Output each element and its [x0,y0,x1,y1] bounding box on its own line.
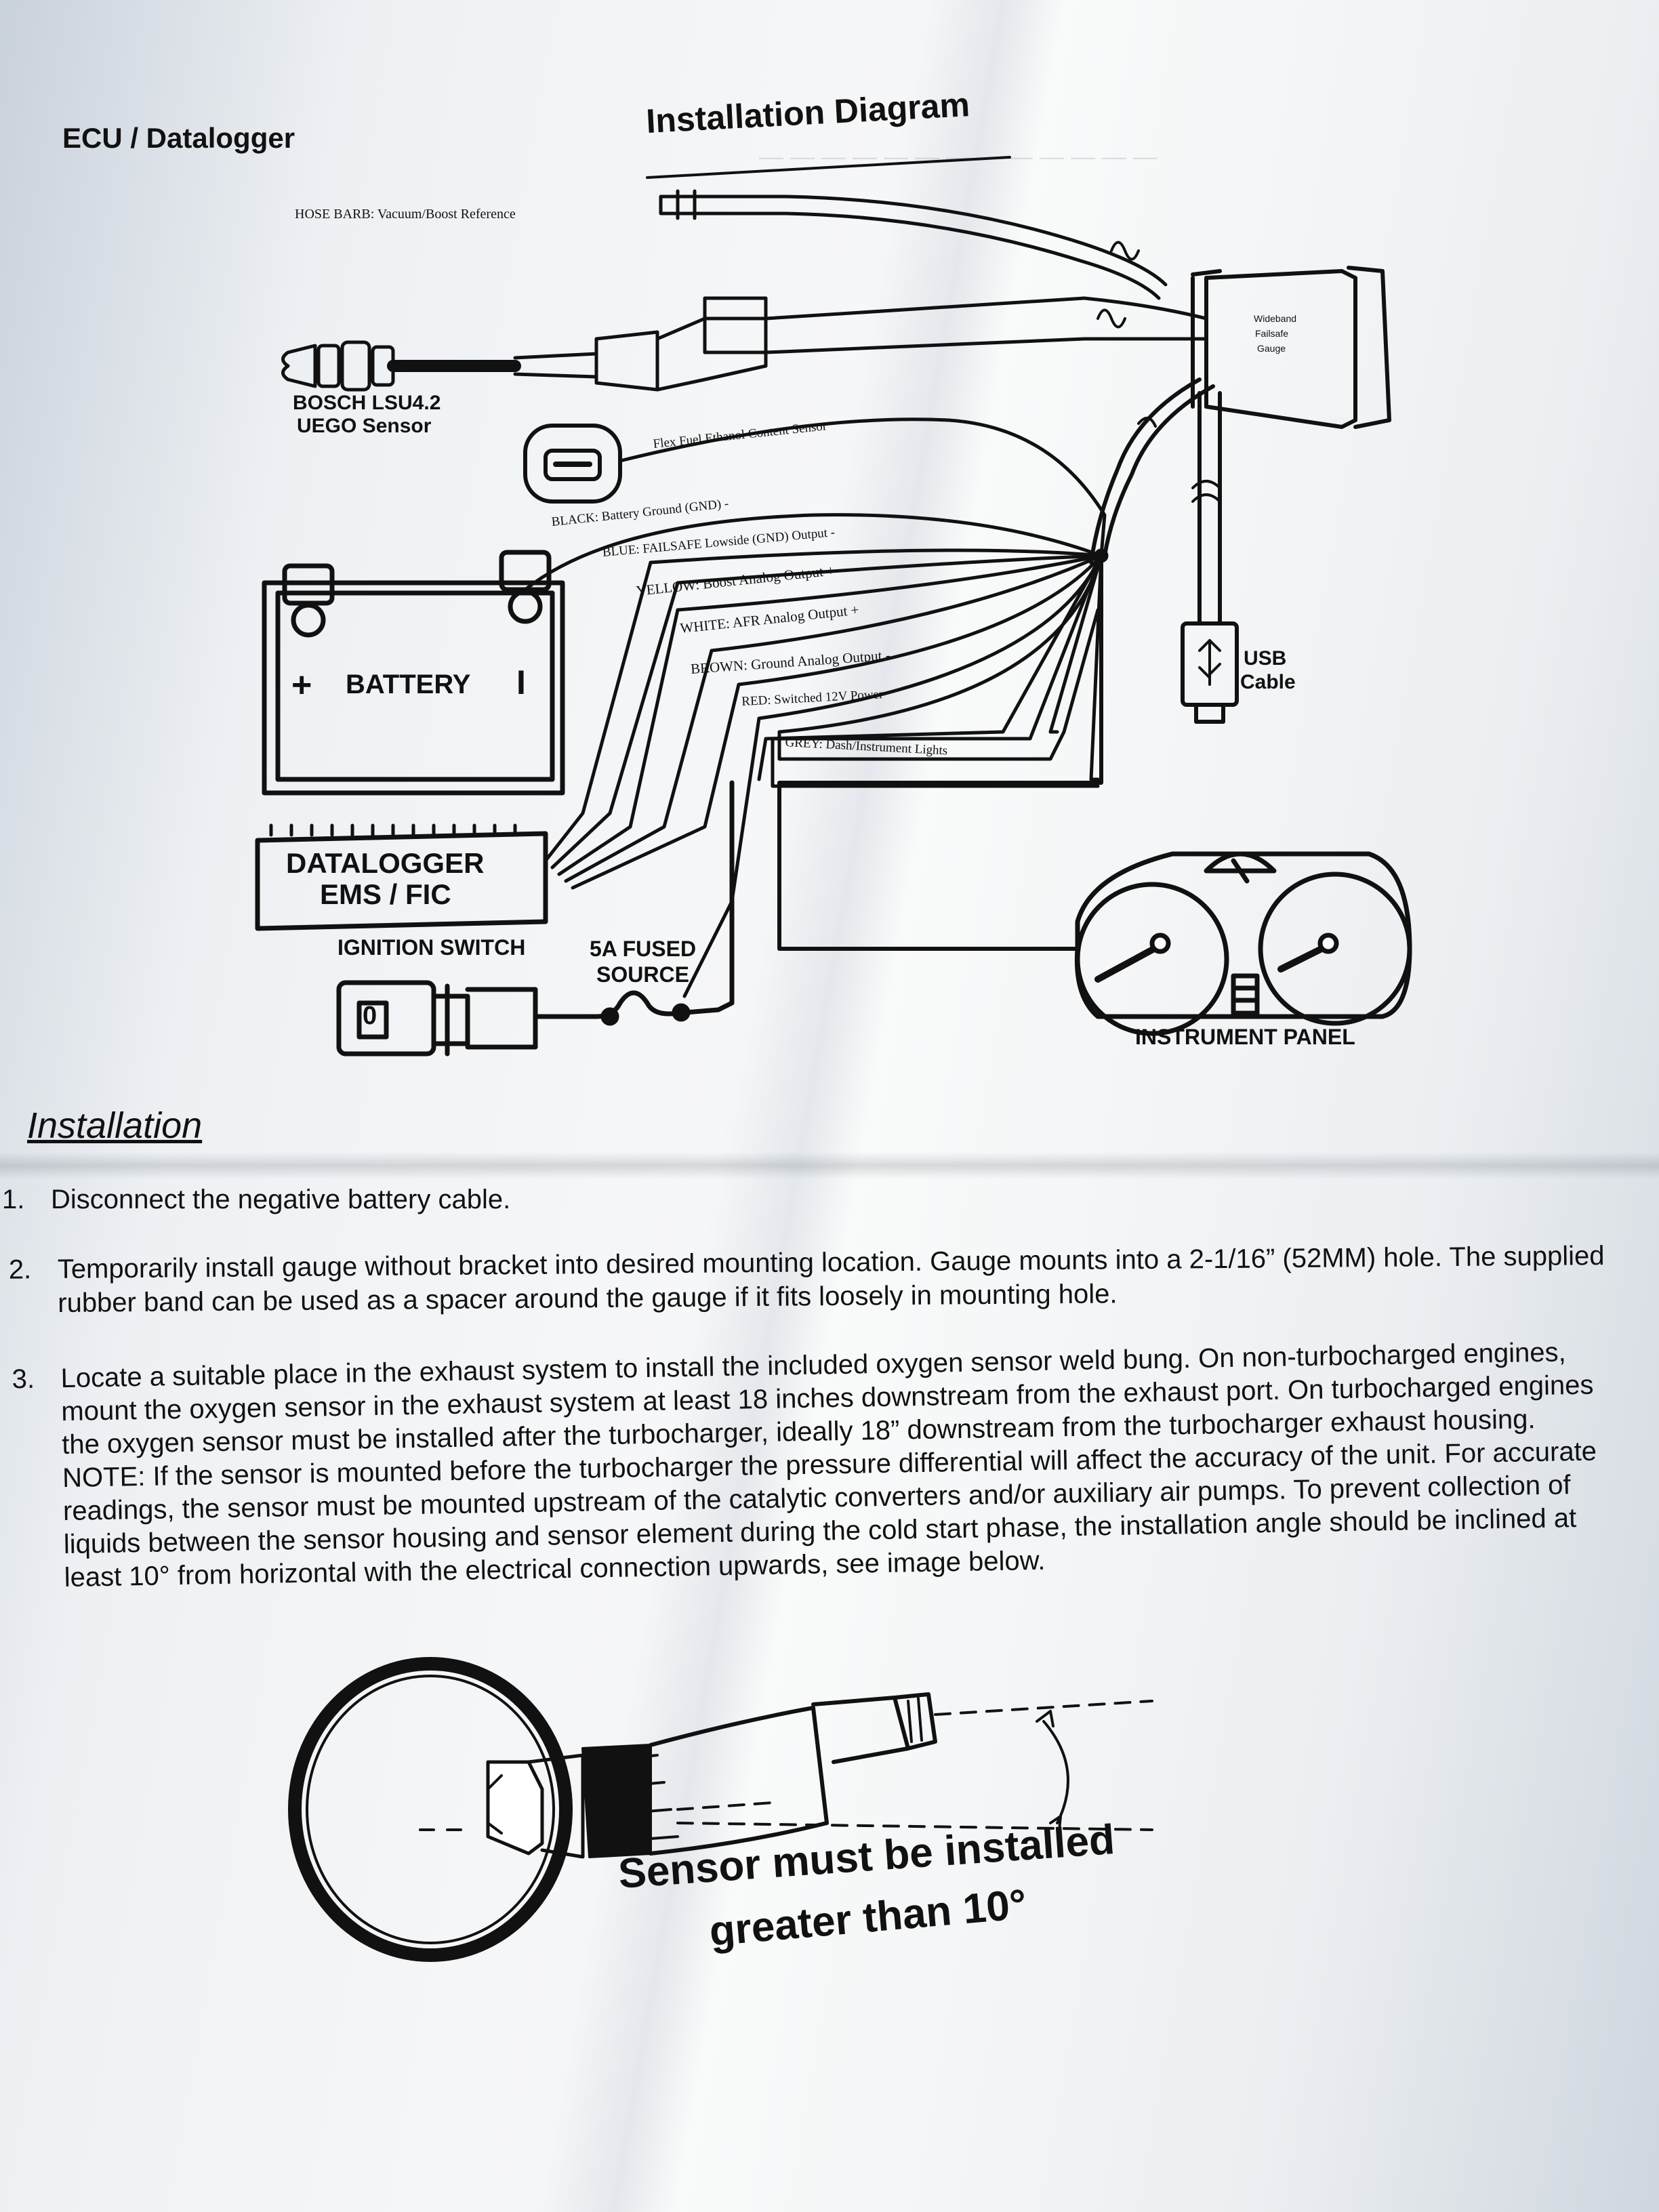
paper-fold-shadow [0,1152,1659,1179]
battery-label: BATTERY [346,670,471,699]
datalogger-box [255,823,548,931]
instrument-panel-drawing [1074,851,1412,1036]
battery-plus-sign: + [291,665,312,705]
gauge-box [1191,266,1391,429]
datalogger-label-line1: DATALOGGER [286,847,485,879]
exhaust-pipe-illustration [288,1657,1153,1962]
ignition-switch-label: IGNITION SWITCH [337,935,526,960]
installation-heading: Installation [27,1105,203,1146]
grey-wire [777,554,1103,951]
usb-label-line2: Cable [1240,671,1296,693]
step-3-text: Locate a suitable place in the exhaust s… [60,1337,1597,1593]
fused-source-line1: 5A FUSED [590,937,697,961]
hose-barb [659,189,1168,300]
usb-label-line1: USB [1244,647,1287,670]
gauge-label-line1: Wideband [1254,313,1297,324]
usb-cable [1181,391,1239,724]
ignition-switch-drawing [336,780,735,1057]
flex-fuel-sensor [523,417,1107,558]
section-heading: ECU / Datalogger [62,122,295,154]
o2-sensor [281,296,1208,392]
step-1-number: 1. [2,1185,25,1214]
gauge-label-line2: Failsafe [1255,328,1289,339]
step-2: 2. Temporarily install gauge without bra… [9,1239,1610,1320]
step-3: 3. Locate a suitable place in the exhaus… [12,1335,1623,1595]
instrument-panel-label: INSTRUMENT PANEL [1135,1025,1355,1049]
step-1: 1. Disconnect the negative battery cable… [2,1183,1582,1216]
sensor-label-line1: BOSCH LSU4.2 [293,392,441,414]
showthrough-text: — — — — — — — — — — — — — [759,142,1158,170]
ignition-key-glyph: 0 [363,1002,377,1030]
fused-source-line2: SOURCE [596,962,689,987]
step-1-text: Disconnect the negative battery cable. [51,1185,511,1214]
battery-drawing [262,550,565,796]
step-2-text: Temporarily install gauge without bracke… [57,1241,1605,1318]
gauge-label-line3: Gauge [1257,343,1286,354]
battery-minus-sign: I [516,663,526,701]
step-2-number: 2. [8,1254,32,1285]
wire-bundle [523,513,1109,998]
datalogger-label-line2: EMS / FIC [320,878,451,910]
title-underline [646,156,1011,179]
hose-barb-label: HOSE BARB: Vacuum/Boost Reference [295,207,516,222]
step-3-number: 3. [12,1364,35,1395]
sensor-label-line2: UEGO Sensor [297,415,432,437]
